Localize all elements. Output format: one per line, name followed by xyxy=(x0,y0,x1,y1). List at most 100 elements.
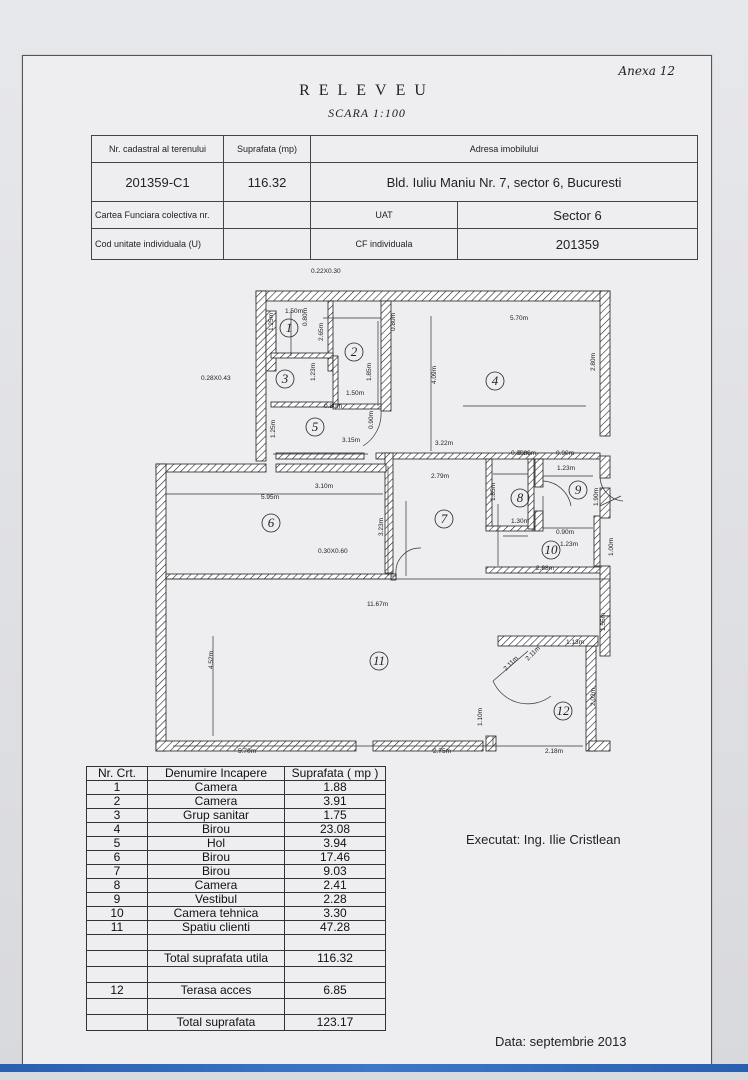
scale-label: SCARA 1:100 xyxy=(328,106,406,120)
document-sheet: Anexa 12 RELEVEU SCARA 1:100 Nr. cadastr… xyxy=(22,55,712,1068)
dimension-label: 0.30X0.60 xyxy=(318,548,348,555)
wall xyxy=(332,355,339,407)
wall xyxy=(599,565,611,617)
row-area: 2.28 xyxy=(284,892,386,907)
row-area: 9.03 xyxy=(284,864,386,879)
dimension-label: 2.11m xyxy=(524,645,541,662)
total-useful-value: 116.32 xyxy=(284,950,386,967)
room-number-circle xyxy=(369,651,389,671)
area-value: 116.32 xyxy=(223,162,311,202)
dimension-label: 0.28X0.43 xyxy=(201,375,231,382)
door-arc xyxy=(395,547,422,575)
header-area: Suprafata ( mp ) xyxy=(284,766,386,781)
dimension-label: 1.85m xyxy=(366,363,373,381)
wall xyxy=(255,290,267,462)
blank-cell xyxy=(284,966,386,983)
dimension-label: 2.02m xyxy=(590,688,597,706)
annex-label: Anexa 12 xyxy=(618,64,675,78)
room-number: 7 xyxy=(441,511,448,526)
blank-cell xyxy=(86,966,148,983)
dimension-label: 1.25m xyxy=(268,313,275,331)
row-area: 2.41 xyxy=(284,878,386,893)
dimension-label: 5.70m xyxy=(510,315,528,322)
door-arc xyxy=(492,680,552,705)
dimension-label: 2.80m xyxy=(590,353,597,371)
room-number: 10 xyxy=(545,542,559,557)
room-number: 5 xyxy=(312,419,319,434)
dimension-label: 0.80m xyxy=(324,403,342,410)
uat-value: Sector 6 xyxy=(457,201,698,229)
wall xyxy=(275,452,365,460)
row-nr: 9 xyxy=(86,892,148,907)
dimension-label: 1.00m xyxy=(608,538,615,556)
dimension-label: 0.90m xyxy=(368,411,375,429)
room-number: 3 xyxy=(281,371,289,386)
row-name: Camera xyxy=(147,794,285,809)
wall xyxy=(534,458,544,488)
row-nr: 7 xyxy=(86,864,148,879)
room-number: 9 xyxy=(575,482,582,497)
room-number: 2 xyxy=(351,344,358,359)
total-value: 123.17 xyxy=(284,1014,386,1031)
address-label: Adresa imobilului xyxy=(310,135,698,163)
total-label: Total suprafata xyxy=(147,1014,285,1031)
dimension-label: 4.09m xyxy=(431,366,438,384)
total-useful-label: Total suprafata utila xyxy=(147,950,285,967)
row-nr: 5 xyxy=(86,836,148,851)
dimension-label: 1.90m xyxy=(593,488,600,506)
property-info-table: Nr. cadastral al terenului Suprafata (mp… xyxy=(91,135,698,260)
terrace-label: Terasa acces xyxy=(147,982,285,999)
room-number: 8 xyxy=(517,490,524,505)
room-number-circle xyxy=(261,513,281,533)
wall xyxy=(155,463,267,473)
row-nr: 4 xyxy=(86,822,148,837)
row-nr: 3 xyxy=(86,808,148,823)
taskbar xyxy=(0,1064,748,1072)
dimension-label: 5.70m xyxy=(238,748,256,755)
room-number: 11 xyxy=(373,653,385,668)
wall xyxy=(599,455,611,479)
blank-cell xyxy=(284,998,386,1015)
dimension-label: 2.18m xyxy=(545,748,563,755)
header-name: Denumire Incapere xyxy=(147,766,285,781)
wall xyxy=(599,487,611,519)
room-number-circle xyxy=(553,701,573,721)
dimension-label: 5.95m xyxy=(261,494,279,501)
wall xyxy=(593,515,601,567)
dimension-label: 3.10m xyxy=(315,483,333,490)
row-nr: 2 xyxy=(86,794,148,809)
cadastral-value: 201359-C1 xyxy=(91,162,224,202)
document-title: RELEVEU xyxy=(299,82,435,99)
row-nr: 1 xyxy=(86,780,148,795)
dimension-label: 1.55m xyxy=(600,613,607,631)
room-number-circle xyxy=(568,480,588,500)
row-name: Vestibul xyxy=(147,892,285,907)
room-number-circle xyxy=(275,369,295,389)
wall xyxy=(380,300,392,412)
row-area: 23.08 xyxy=(284,822,386,837)
blank-cell xyxy=(147,934,285,951)
dimension-label: 2.11m xyxy=(502,655,519,672)
dimension-label: 1.25m xyxy=(270,420,277,438)
dimension-label: 2.65m xyxy=(318,323,325,341)
row-name: Camera tehnica xyxy=(147,906,285,921)
wall xyxy=(327,300,334,372)
wall xyxy=(255,290,611,302)
dimension-label: 0.90m xyxy=(556,529,574,536)
room-number-circle xyxy=(485,371,505,391)
blank-cell xyxy=(147,966,285,983)
land-book-value xyxy=(223,201,311,229)
wall xyxy=(485,525,535,532)
wall xyxy=(534,510,544,532)
door-leaf xyxy=(599,495,622,507)
door-arc xyxy=(362,410,382,447)
